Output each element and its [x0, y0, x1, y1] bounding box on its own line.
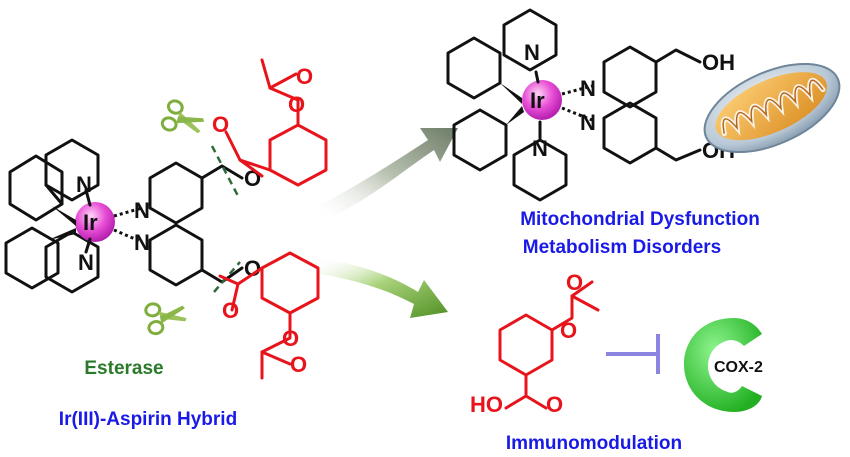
aspirin-molecule: O O HO O	[470, 270, 600, 417]
cleavage-line-lower	[213, 261, 241, 293]
aspirin-acetyl-o-upper: O	[296, 64, 313, 89]
iridium-label-product: Ir	[530, 88, 545, 113]
esterase-label: Esterase	[84, 358, 163, 379]
immuno-label: Immunomodulation	[506, 433, 682, 454]
aspirin-ring-upper	[268, 123, 328, 187]
ir-oh-complex: Ir N N N N OH OH	[446, 8, 735, 202]
aspirin-acetyl-o-lower: O	[290, 352, 307, 377]
nitrogen-label-3: N	[134, 198, 150, 223]
aspirin-ring	[498, 313, 554, 377]
nitrogen-label-p3: N	[580, 76, 596, 101]
aspirin-ester-o-upper: O	[288, 92, 305, 117]
iridium-center-product	[522, 80, 562, 120]
phenyl-ring-top	[446, 36, 502, 100]
nitrogen-label-p2: N	[532, 136, 548, 161]
arrow-to-mitochondria	[318, 128, 458, 220]
scissors-icon	[144, 302, 187, 336]
mito-label-line1: Mitochondrial Dysfunction	[520, 209, 760, 230]
mitochondrion-icon	[703, 62, 841, 154]
wedge-bond-upper	[52, 206, 76, 226]
nitrogen-label-p1: N	[524, 40, 540, 65]
aspirin-carbonyl-o-upper: O	[212, 112, 229, 137]
cox2-enzyme-icon	[684, 318, 762, 412]
pyridine-ring-upper-left	[44, 138, 100, 202]
iridium-label: Ir	[83, 210, 98, 235]
wedge-bond-product-lower	[506, 106, 524, 125]
aspirin-ring-lower	[260, 251, 320, 315]
nitrogen-label-2: N	[78, 250, 94, 275]
aspirin-carbonyl-o-lower: O	[222, 298, 239, 323]
bipyridine-ring-top	[602, 45, 658, 109]
phenyl-ring-lower-left	[4, 226, 60, 290]
phenyl-ring-bottom	[452, 108, 508, 172]
scissors-icon	[160, 99, 205, 134]
wedge-bond-product-upper	[500, 83, 522, 104]
nitrogen-label-1: N	[76, 172, 92, 197]
aspirin-ester-o-lower: O	[282, 326, 299, 351]
nitrogen-label-4: N	[134, 230, 150, 255]
pyridine-ring-top	[502, 8, 558, 72]
inhibition-symbol	[606, 334, 660, 374]
hybrid-title: Ir(III)-Aspirin Hybrid	[59, 409, 237, 430]
aspirin-ester-o: O	[560, 318, 577, 343]
bipyridine-ring-lower	[148, 223, 204, 287]
iridium-center	[75, 202, 115, 242]
ester-oxygen-lower: O	[244, 256, 261, 281]
bipyridine-ring-bottom	[602, 101, 658, 165]
aspirin-hydroxyl: HO	[470, 392, 503, 417]
wedge-bond-lower	[48, 228, 76, 240]
mito-label-line2: Metabolism Disorders	[523, 237, 722, 258]
aspirin-acetyl-o: O	[566, 270, 583, 295]
aspirin-carbonyl-o: O	[546, 392, 563, 417]
pyridine-ring-bottom	[512, 138, 568, 202]
hybrid-complex: Ir N N N N O O O O O O	[4, 58, 328, 430]
bipyridine-ring-upper	[148, 161, 204, 225]
cox2-label: COX-2	[714, 359, 763, 376]
hydroxyl-label-upper: OH	[702, 50, 735, 75]
arrow-to-immunomodulation	[318, 258, 448, 318]
cleavage-line-upper	[210, 145, 240, 197]
nitrogen-label-p4: N	[580, 110, 596, 135]
